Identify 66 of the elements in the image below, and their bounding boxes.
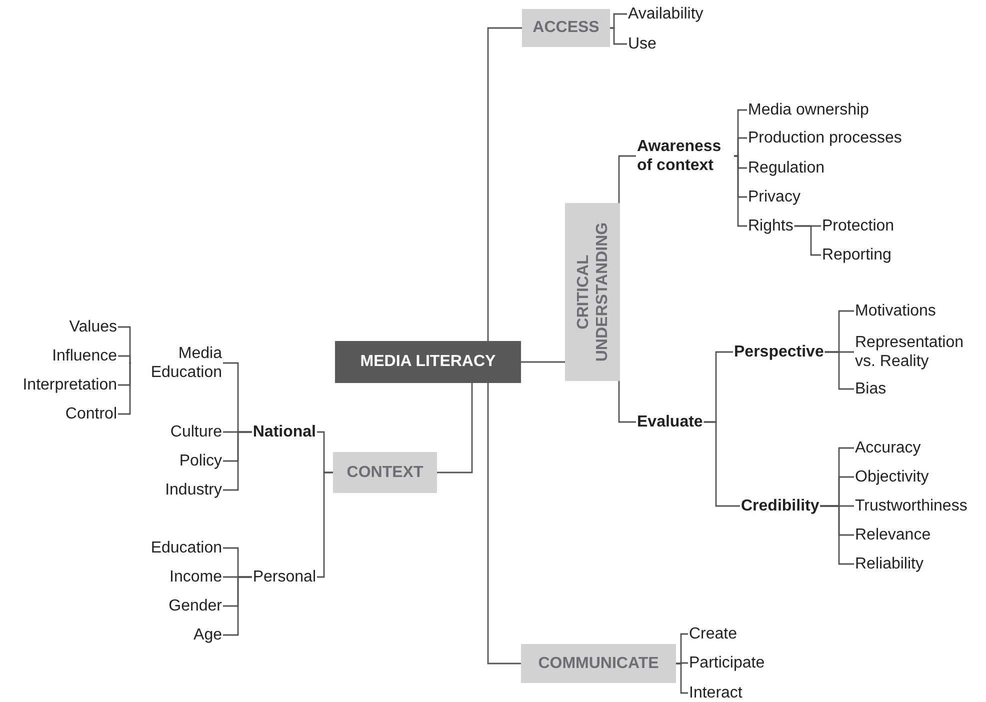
category-label: MEDIA LITERACY (360, 353, 496, 371)
topic-label: Use (627, 34, 658, 54)
subtopic-label: National (252, 422, 317, 442)
connector-line (610, 27, 627, 45)
category-box (521, 644, 676, 683)
title-box (335, 341, 521, 383)
topic-label: Privacy (747, 188, 802, 206)
topic-label: Education (150, 538, 223, 558)
category-box (565, 203, 620, 381)
topic-label: Relevance (854, 526, 932, 544)
connector-line (676, 662, 688, 694)
topic-label: Accuracy (854, 438, 922, 458)
topic-label: Income (168, 568, 223, 586)
topic-label: Production processes (747, 128, 903, 148)
connector-line (317, 472, 333, 578)
connector-line (437, 383, 473, 474)
connector-line (487, 27, 522, 341)
topic-label: Policy (178, 452, 223, 470)
connector-line (118, 362, 132, 415)
category-label: ACCESS (532, 19, 600, 37)
connector-line (794, 225, 821, 256)
connector-line (223, 431, 252, 491)
topic-label: Protection (821, 216, 896, 236)
topic-label: Representation vs. Reality (854, 333, 984, 371)
topic-label: Participate (688, 654, 766, 672)
connector-line (521, 361, 565, 363)
topic-label: Media ownership (747, 100, 870, 120)
topic-label: Media Education (131, 344, 223, 382)
connector-line (618, 381, 636, 423)
category-box (333, 452, 437, 493)
topic-label: Availability (627, 4, 704, 24)
topic-label: Values (68, 318, 118, 336)
topic-label: Gender (168, 596, 223, 616)
subtopic-label: Awareness of context (636, 137, 734, 175)
topic-label: Bias (854, 380, 888, 398)
subtopic-label: Perspective (733, 342, 825, 362)
topic-label: Trustworthiness (854, 496, 968, 516)
connector-line (223, 576, 252, 636)
connector-line (820, 505, 854, 565)
topic-label: Motivations (854, 302, 937, 320)
topic-label: Personal (252, 568, 317, 586)
connector-line (704, 421, 740, 507)
connector-line (618, 155, 636, 203)
topic-label: Control (64, 404, 118, 424)
connector-line (824, 351, 854, 390)
connector-line (118, 355, 132, 364)
category-label: CONTEXT (346, 464, 424, 482)
topic-label: Rights (747, 216, 794, 236)
topic-label: Interpretation (22, 376, 118, 394)
topic-label: Regulation (747, 158, 826, 178)
category-label: COMMUNICATE (538, 654, 659, 672)
topic-label: Objectivity (854, 468, 930, 486)
category-box (522, 9, 610, 47)
subtopic-label: Evaluate (636, 412, 704, 432)
topic-label: Age (192, 626, 223, 644)
connector-line (487, 383, 521, 664)
connector-line (734, 155, 747, 227)
topic-label: Influence (51, 346, 118, 366)
topic-label: Industry (164, 480, 223, 500)
category-label: CRITICAL UNDERSTANDING (574, 221, 612, 364)
topic-label: Interact (688, 684, 744, 702)
topic-label: Reporting (821, 246, 892, 264)
topic-label: Culture (169, 422, 223, 442)
topic-label: Reliability (854, 554, 924, 574)
topic-label: Create (688, 624, 738, 644)
subtopic-label: Credibility (740, 496, 820, 516)
